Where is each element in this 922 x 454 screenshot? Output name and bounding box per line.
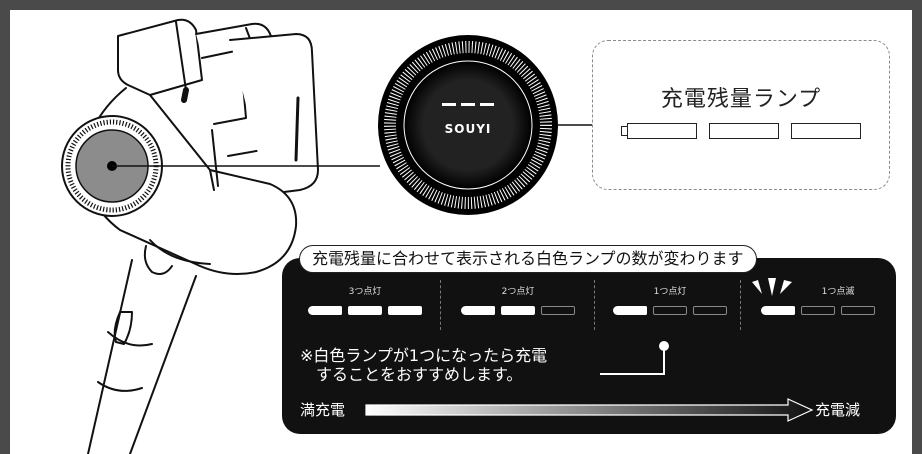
battery-cap-icon — [621, 126, 627, 136]
logo-text: SOUYI — [445, 122, 492, 136]
callout-title: 充電残量ランプ — [660, 87, 822, 112]
lamp-off — [653, 306, 687, 315]
note-line-1: ※白色ランプが1つになったら充電 — [300, 346, 548, 365]
lamp-on — [388, 306, 422, 315]
lamp-group-2: 2つ点灯 — [448, 284, 588, 328]
lamp-cell — [627, 123, 697, 139]
blink-icon — [752, 278, 792, 296]
lamp-on — [308, 306, 342, 315]
panel-title: 充電残量に合わせて表示される白色ランプの数が変わります — [299, 245, 757, 273]
callout-lamps — [621, 123, 861, 139]
group-label: 2つ点灯 — [501, 287, 535, 297]
group-label: 3つ点灯 — [348, 287, 382, 297]
note-line-2: することをおすすめします。 — [300, 365, 523, 384]
lamp-on — [761, 306, 795, 315]
lamp-off — [541, 306, 575, 315]
group-divider — [740, 280, 741, 330]
lamp-group-1: 1つ点灯 — [600, 284, 740, 328]
charge-scale-arrow — [365, 398, 814, 422]
group-divider — [594, 280, 595, 330]
lamp-on — [501, 306, 535, 315]
battery-lamp-callout: 充電残量ランプ — [592, 40, 890, 190]
lamp-on — [461, 306, 495, 315]
lamp-off — [841, 306, 875, 315]
group-label: 1つ点滅 — [821, 287, 855, 297]
lamp-on — [348, 306, 382, 315]
lamp-group-3: 3つ点灯 — [295, 284, 435, 328]
group-lamps — [748, 306, 888, 315]
lamp-cell — [709, 123, 779, 139]
recharge-note: ※白色ランプが1つになったら充電 することをおすすめします。 — [300, 346, 547, 384]
group-label: 1つ点灯 — [653, 287, 687, 297]
group-divider — [440, 280, 441, 330]
lamp-group-blink: 1つ点滅 — [748, 278, 888, 328]
lamp-cell — [791, 123, 861, 139]
group-lamps — [295, 306, 435, 315]
scale-full-label: 満充電 — [300, 401, 346, 419]
scale-low-label: 充電減 — [815, 401, 861, 419]
group-lamps — [600, 306, 740, 315]
group-lamps — [448, 306, 588, 315]
lamp-off — [693, 306, 727, 315]
lamp-on — [613, 306, 647, 315]
lamp-off — [801, 306, 835, 315]
